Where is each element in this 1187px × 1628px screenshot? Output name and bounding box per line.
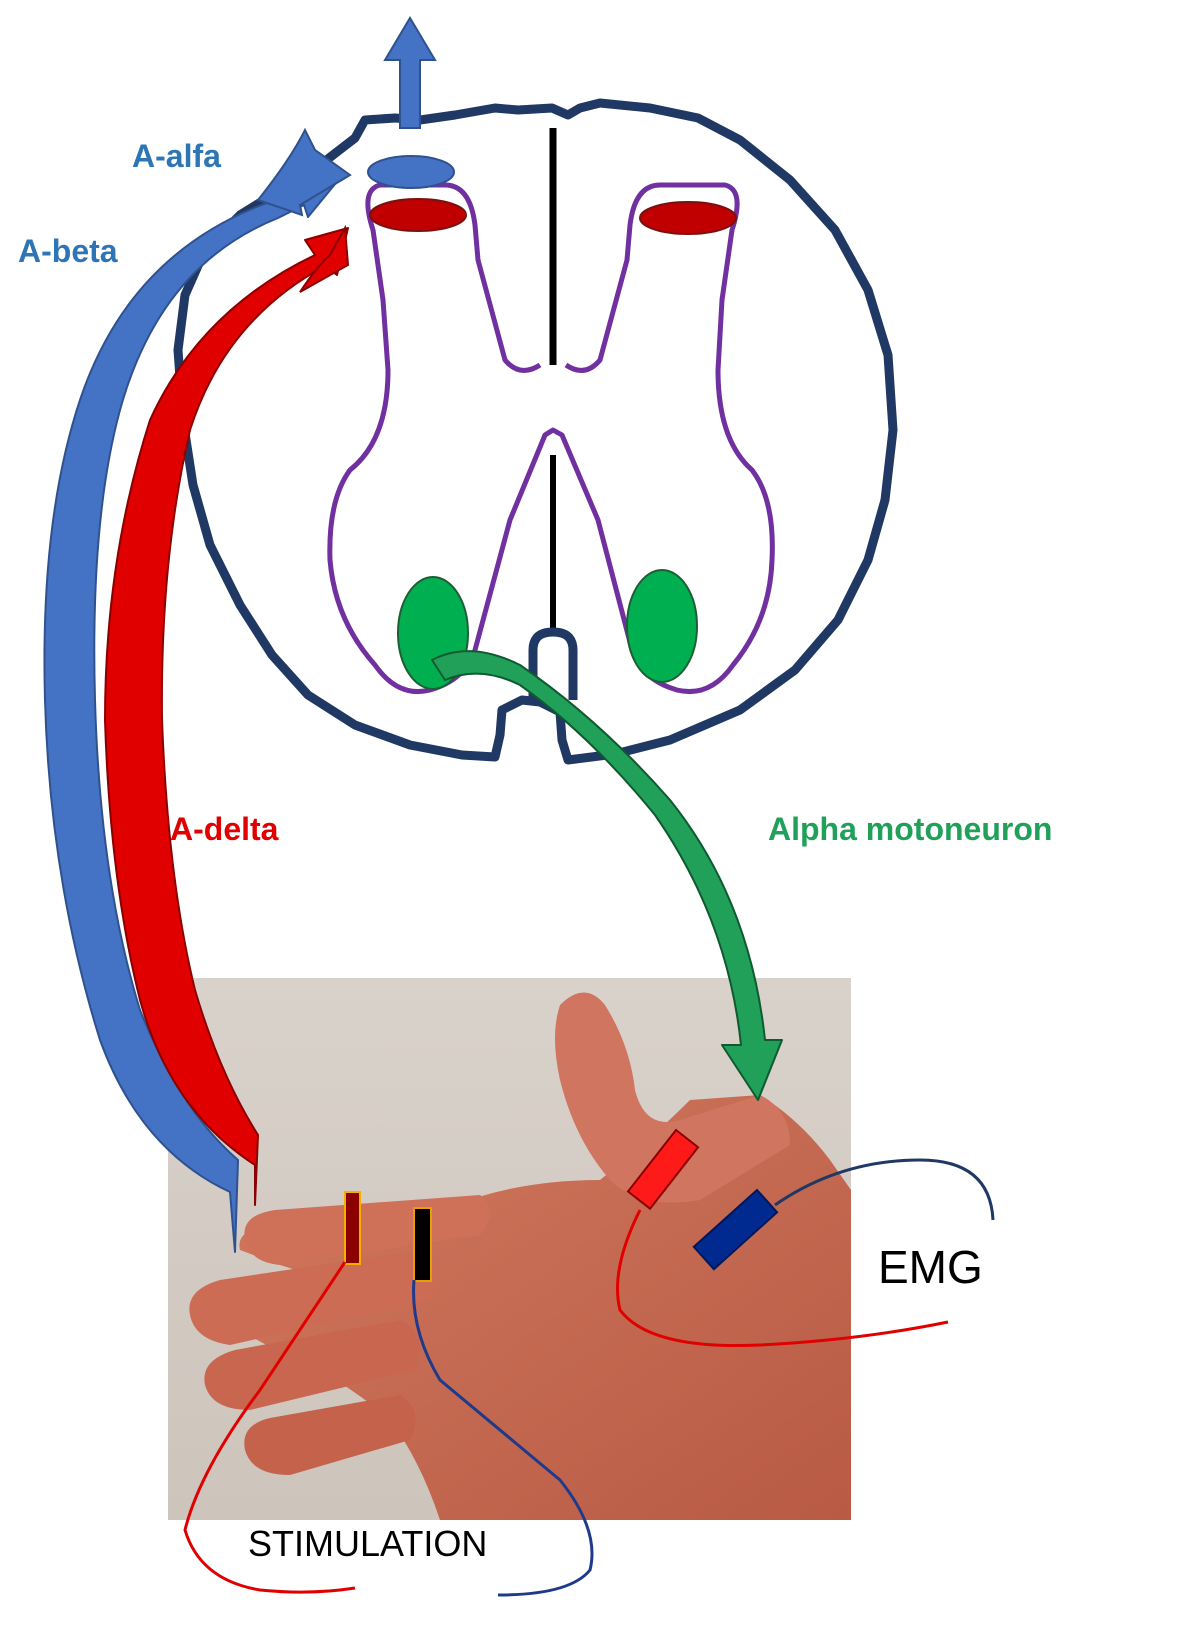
emg-wire-blue — [774, 1158, 995, 1221]
emg-wire-red — [616, 1209, 949, 1348]
gray-matter-outline — [327, 182, 775, 695]
hand-photo — [168, 978, 851, 1520]
dorsal-horn-red-nucleus-left — [369, 198, 467, 232]
finger-little — [244, 1395, 416, 1475]
dorsal-horn-red-nucleus-right — [639, 201, 737, 235]
dorsal-column-blue-tract — [367, 155, 455, 189]
stimulation-electrode-black — [413, 1207, 432, 1282]
finger-ring — [204, 1320, 420, 1410]
white-matter-outline — [173, 98, 898, 765]
emg-electrode-red — [626, 1128, 700, 1211]
thumb — [555, 992, 790, 1203]
wires — [183, 1158, 995, 1597]
label-a-alfa: A-alfa — [132, 138, 221, 174]
up-arrow-icon — [383, 16, 437, 129]
stimulation-electrode-red — [344, 1191, 361, 1265]
ventral-fissure — [528, 627, 578, 700]
label-a-beta: A-beta — [18, 233, 118, 269]
label-stimulation: STIMULATION — [248, 1523, 487, 1564]
label-alpha-motoneuron: Alpha motoneuron — [768, 811, 1052, 847]
spinal-cord-cross-section — [173, 98, 898, 765]
label-emg: EMG — [878, 1241, 983, 1293]
a-delta-arrow-tip — [299, 224, 350, 293]
motoneuron-pool-right — [626, 569, 698, 683]
emg-electrode-blue — [692, 1188, 779, 1271]
stim-wire-blue — [412, 1279, 594, 1597]
alpha-motoneuron-efferent-arrow — [431, 650, 783, 1101]
a-delta-afferent-arrow — [104, 227, 349, 1206]
a-alfa-arrowhead — [256, 127, 352, 217]
label-a-delta: A-delta — [170, 811, 279, 847]
finger-middle — [189, 1250, 438, 1345]
stim-wire-red — [183, 1261, 356, 1594]
